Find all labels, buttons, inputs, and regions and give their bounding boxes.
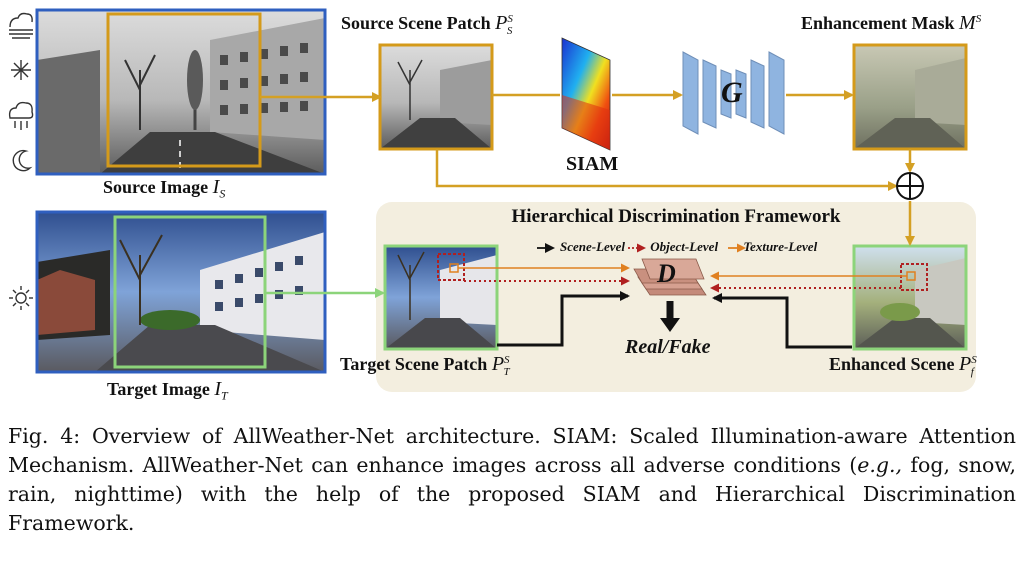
hdf-legend: Scene-Level Object-Level Texture-Level [560, 239, 818, 254]
source-image-label: Source Image IS [103, 176, 226, 201]
sun-icon [9, 286, 33, 310]
target-image-label: Target Image IT [107, 378, 228, 403]
night-moon-icon [12, 149, 33, 172]
generator-network [682, 51, 785, 135]
enhancement-mask [852, 43, 968, 151]
source-scene-patch [378, 43, 494, 151]
fog-icon [9, 12, 33, 39]
hdf-title: Hierarchical Discrimination Framework [511, 206, 841, 227]
rain-icon [8, 101, 34, 130]
architecture-diagram [8, 8, 976, 392]
source-image [35, 8, 327, 176]
figure-caption: Fig. 4: Overview of AllWeather-Net archi… [8, 422, 1016, 538]
target-patch-label: Target Scene Patch PST [340, 353, 510, 378]
caption-text: Overview of AllWeather-Net architecture.… [8, 424, 1016, 477]
discriminator-label: D [657, 259, 676, 288]
flow-arrows [260, 90, 915, 349]
caption-eg: e.g., [857, 453, 903, 477]
enhanced-scene [852, 244, 968, 351]
enhancement-mask-label: Enhancement Mask MS [801, 12, 982, 34]
target-scene-patch [383, 244, 499, 351]
snow-icon [11, 60, 31, 80]
generator-label: G [721, 76, 743, 109]
plus-operator [896, 172, 924, 200]
real-fake-label: Real/Fake [625, 336, 711, 358]
caption-text-2: fog, snow, rain, nighttime) with the hel… [8, 453, 1016, 535]
discriminator-stack [633, 258, 707, 296]
siam-heatmap [561, 37, 611, 151]
siam-label: SIAM [566, 153, 619, 175]
enhanced-scene-label: Enhanced Scene PSf [829, 353, 977, 378]
caption-fig-label: Fig. 4: [8, 424, 81, 448]
source-patch-label: Source Scene Patch PSS [341, 12, 513, 37]
